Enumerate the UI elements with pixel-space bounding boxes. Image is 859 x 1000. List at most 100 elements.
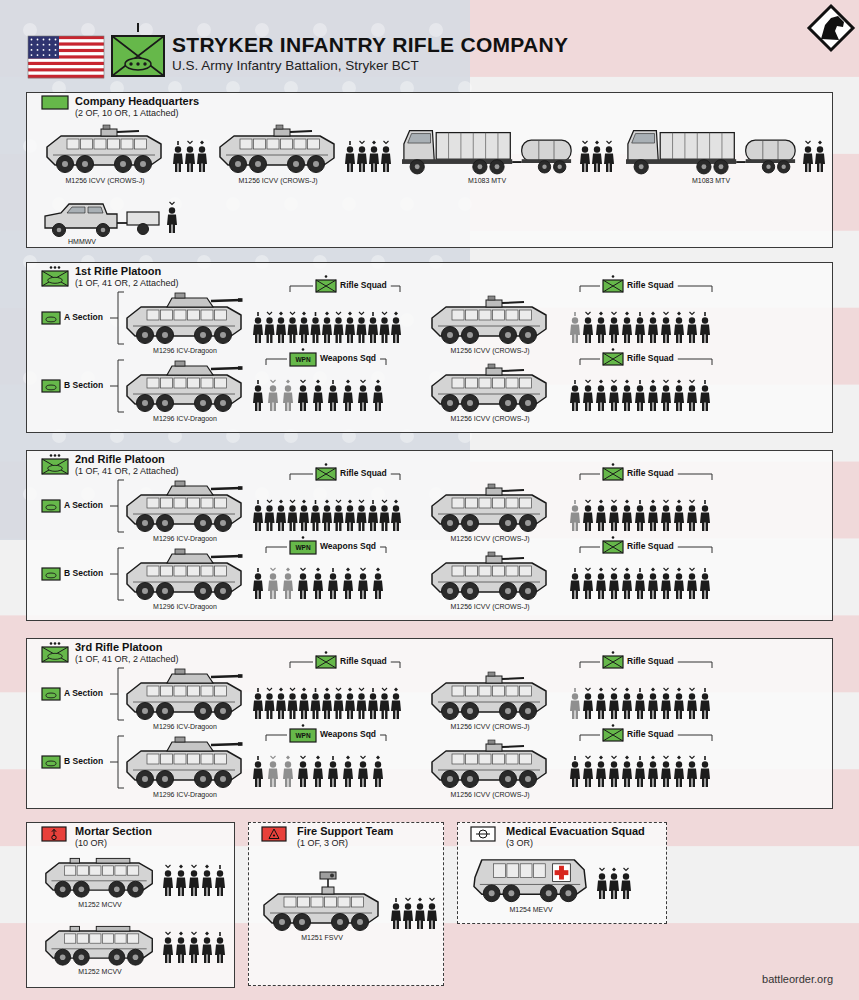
soldier-figure <box>570 380 580 411</box>
rank-chevron <box>170 202 175 205</box>
soldier-head <box>599 873 605 879</box>
soldier-head <box>663 385 669 391</box>
rank-chevron <box>192 865 197 868</box>
flag-star <box>43 44 45 46</box>
wheel <box>308 156 325 173</box>
panel-strength: (1 OF, 41 OR, 2 Attached) <box>75 278 179 289</box>
echelon-dot <box>58 266 61 269</box>
unit-symbol <box>42 96 68 109</box>
symbol-frame <box>290 541 316 554</box>
vehicle-name: M1083 MTV <box>692 177 730 185</box>
soldier-body <box>648 325 658 344</box>
vehicle-name: M1296 ICV-Dragoon <box>153 535 217 543</box>
soldier-figure <box>368 312 378 343</box>
rank-chevron <box>359 500 364 503</box>
cab-window <box>632 134 655 144</box>
soldier-head <box>360 761 366 767</box>
water-tank <box>746 140 795 161</box>
wheel <box>462 515 479 532</box>
rank-chevron <box>290 312 295 315</box>
soldier-head <box>611 873 617 879</box>
soldier-figure <box>253 568 263 599</box>
panel-title: Company Headquarters <box>75 95 199 108</box>
soldier-figure <box>596 500 606 532</box>
soldier-head <box>676 761 682 767</box>
soldier-body <box>596 325 606 344</box>
rank-chevron <box>586 500 591 503</box>
echelon-dot <box>612 348 615 351</box>
rank-bar <box>219 932 221 936</box>
soldier-head <box>175 146 181 152</box>
soldier-head <box>624 385 630 391</box>
rank-chevron <box>612 568 617 571</box>
rank-bar <box>219 865 221 869</box>
rank-chevron <box>166 932 171 935</box>
wheel-hub <box>766 165 770 169</box>
soldier-figure <box>687 688 697 719</box>
sensor-lens <box>330 874 334 878</box>
echelon-dot <box>612 651 615 654</box>
mtv-truck <box>626 131 795 174</box>
flag-star <box>49 54 51 56</box>
soldier-body <box>322 701 332 720</box>
rank-bar <box>332 756 334 760</box>
soldier-body <box>380 325 390 344</box>
echelon-dot <box>302 536 305 539</box>
wheel-hub <box>505 520 511 526</box>
soldier-figure <box>299 500 309 532</box>
wheel <box>135 156 152 173</box>
flag-stripe <box>28 68 104 71</box>
soldier-body <box>357 154 367 173</box>
soldier-head <box>650 385 656 391</box>
rank-bar <box>395 898 397 902</box>
wheel-hub <box>142 520 148 526</box>
platoon-art <box>42 642 710 788</box>
soldier-head <box>278 693 284 699</box>
armor-panel <box>506 686 518 696</box>
section-name: A Section <box>64 501 103 510</box>
wheel-hub <box>505 400 511 406</box>
soldier-body <box>163 878 173 897</box>
gun-barrel <box>502 678 524 679</box>
soldier-body <box>167 215 177 234</box>
wheel-hub <box>447 332 453 338</box>
rank-bar <box>639 688 641 692</box>
rank-chevron <box>806 141 811 144</box>
unit-symbol <box>316 651 336 668</box>
soldier-figure <box>583 756 593 787</box>
water-tank <box>522 140 571 161</box>
wheeled-oval <box>48 653 63 659</box>
soldier-figure <box>283 756 293 788</box>
wheel <box>473 160 487 174</box>
armor-panel <box>121 139 133 149</box>
wheel-hub <box>220 776 226 782</box>
rank-chevron <box>612 380 617 383</box>
soldier-body <box>674 701 684 720</box>
hull-line <box>270 913 372 914</box>
soldier-head <box>266 317 272 323</box>
section-name: B Section <box>64 569 103 578</box>
rank-diamond <box>316 756 320 760</box>
soldier-figure <box>391 898 401 929</box>
echelon-dot <box>50 266 53 269</box>
soldier-figure <box>380 312 390 343</box>
flag-star <box>31 39 33 41</box>
wheel-hub <box>467 776 473 782</box>
soldier-body <box>635 513 645 532</box>
soldier-figure <box>604 141 614 172</box>
stryker-vehicle <box>127 361 243 412</box>
wheel <box>442 703 459 720</box>
wheel-hub <box>505 332 511 338</box>
armor-panel <box>452 686 464 696</box>
soldier-figure <box>687 756 697 787</box>
echelon-dot <box>302 348 305 351</box>
wheel <box>410 160 424 174</box>
flag-star <box>31 44 33 46</box>
vehicle-name: M1256 ICVV (CROWS-J) <box>451 603 530 611</box>
rank-diamond <box>651 688 655 692</box>
unit-symbol <box>603 536 623 553</box>
soldier-head <box>324 505 330 511</box>
panel-title: 2nd Rifle Platoon <box>75 453 179 466</box>
soldier-figure <box>345 312 355 344</box>
